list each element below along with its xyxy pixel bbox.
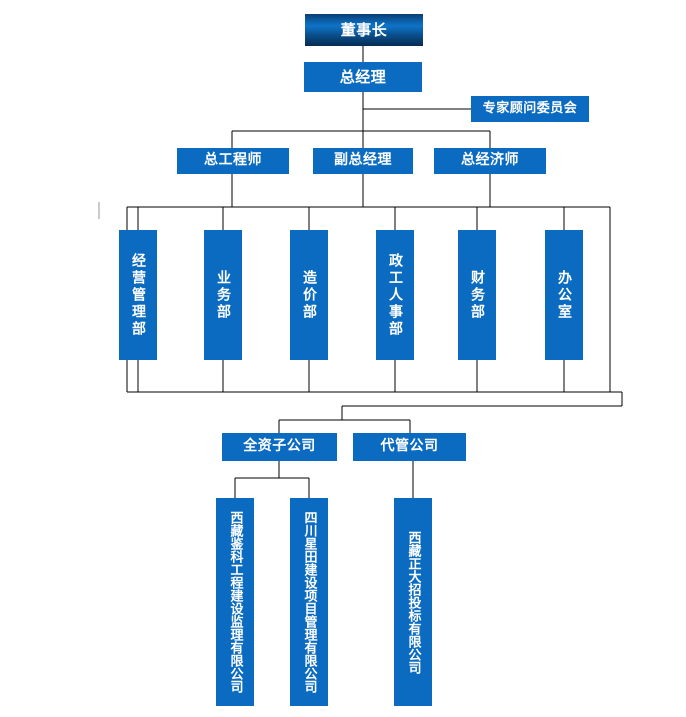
node-general-manager-label: 总经理 [339,67,387,86]
node-chief-economist-label: 总经济师 [461,152,519,169]
node-chairman[interactable]: 董事长 [305,14,423,46]
node-subsidiary-tibet-jianke-supervision-label: 西藏鉴科工程建设监理有限公司 [227,511,243,693]
node-department-operations-management[interactable]: 经营管理部 [119,230,157,360]
node-department-finance-label: 财务部 [469,269,485,321]
node-department-cost-estimation-label: 造价部 [301,269,317,321]
node-subsidiary-sichuan-xingtian-project-management-label: 四川星田建设项目管理有限公司 [301,511,317,693]
node-department-operations-management-label: 经营管理部 [130,252,146,338]
node-chairman-label: 董事长 [340,20,388,39]
node-subsidiary-tibet-jianke-supervision[interactable]: 西藏鉴科工程建设监理有限公司 [216,498,254,706]
node-group-managed-company[interactable]: 代管公司 [353,433,466,461]
node-department-political-work-and-personnel-label: 政工人事部 [387,252,403,338]
node-chief-economist[interactable]: 总经济师 [434,148,546,174]
node-subsidiary-tibet-zhengda-bidding[interactable]: 西藏正大招投标有限公司 [394,498,432,706]
node-department-cost-estimation[interactable]: 造价部 [290,230,328,360]
node-department-general-office[interactable]: 办公室 [545,230,583,360]
node-group-wholly-owned-subsidiary-label: 全资子公司 [243,438,316,455]
node-department-political-work-and-personnel[interactable]: 政工人事部 [376,230,414,360]
node-general-manager[interactable]: 总经理 [304,62,422,92]
node-chief-engineer[interactable]: 总工程师 [177,148,289,174]
node-group-wholly-owned-subsidiary[interactable]: 全资子公司 [222,433,337,461]
node-group-managed-company-label: 代管公司 [380,438,439,455]
node-subsidiary-sichuan-xingtian-project-management[interactable]: 四川星田建设项目管理有限公司 [290,498,328,706]
node-chief-engineer-label: 总工程师 [204,152,262,169]
node-department-business[interactable]: 业务部 [204,230,242,360]
node-department-general-office-label: 办公室 [556,269,572,321]
node-department-business-label: 业务部 [215,269,231,321]
node-deputy-general-manager[interactable]: 副总经理 [313,148,413,174]
node-deputy-general-manager-label: 副总经理 [334,152,392,169]
node-expert-advisory-committee-label: 专家顾问委员会 [482,100,578,116]
node-expert-advisory-committee[interactable]: 专家顾问委员会 [471,96,589,122]
node-department-finance[interactable]: 财务部 [458,230,496,360]
node-subsidiary-tibet-zhengda-bidding-label: 西藏正大招投标有限公司 [405,530,421,674]
